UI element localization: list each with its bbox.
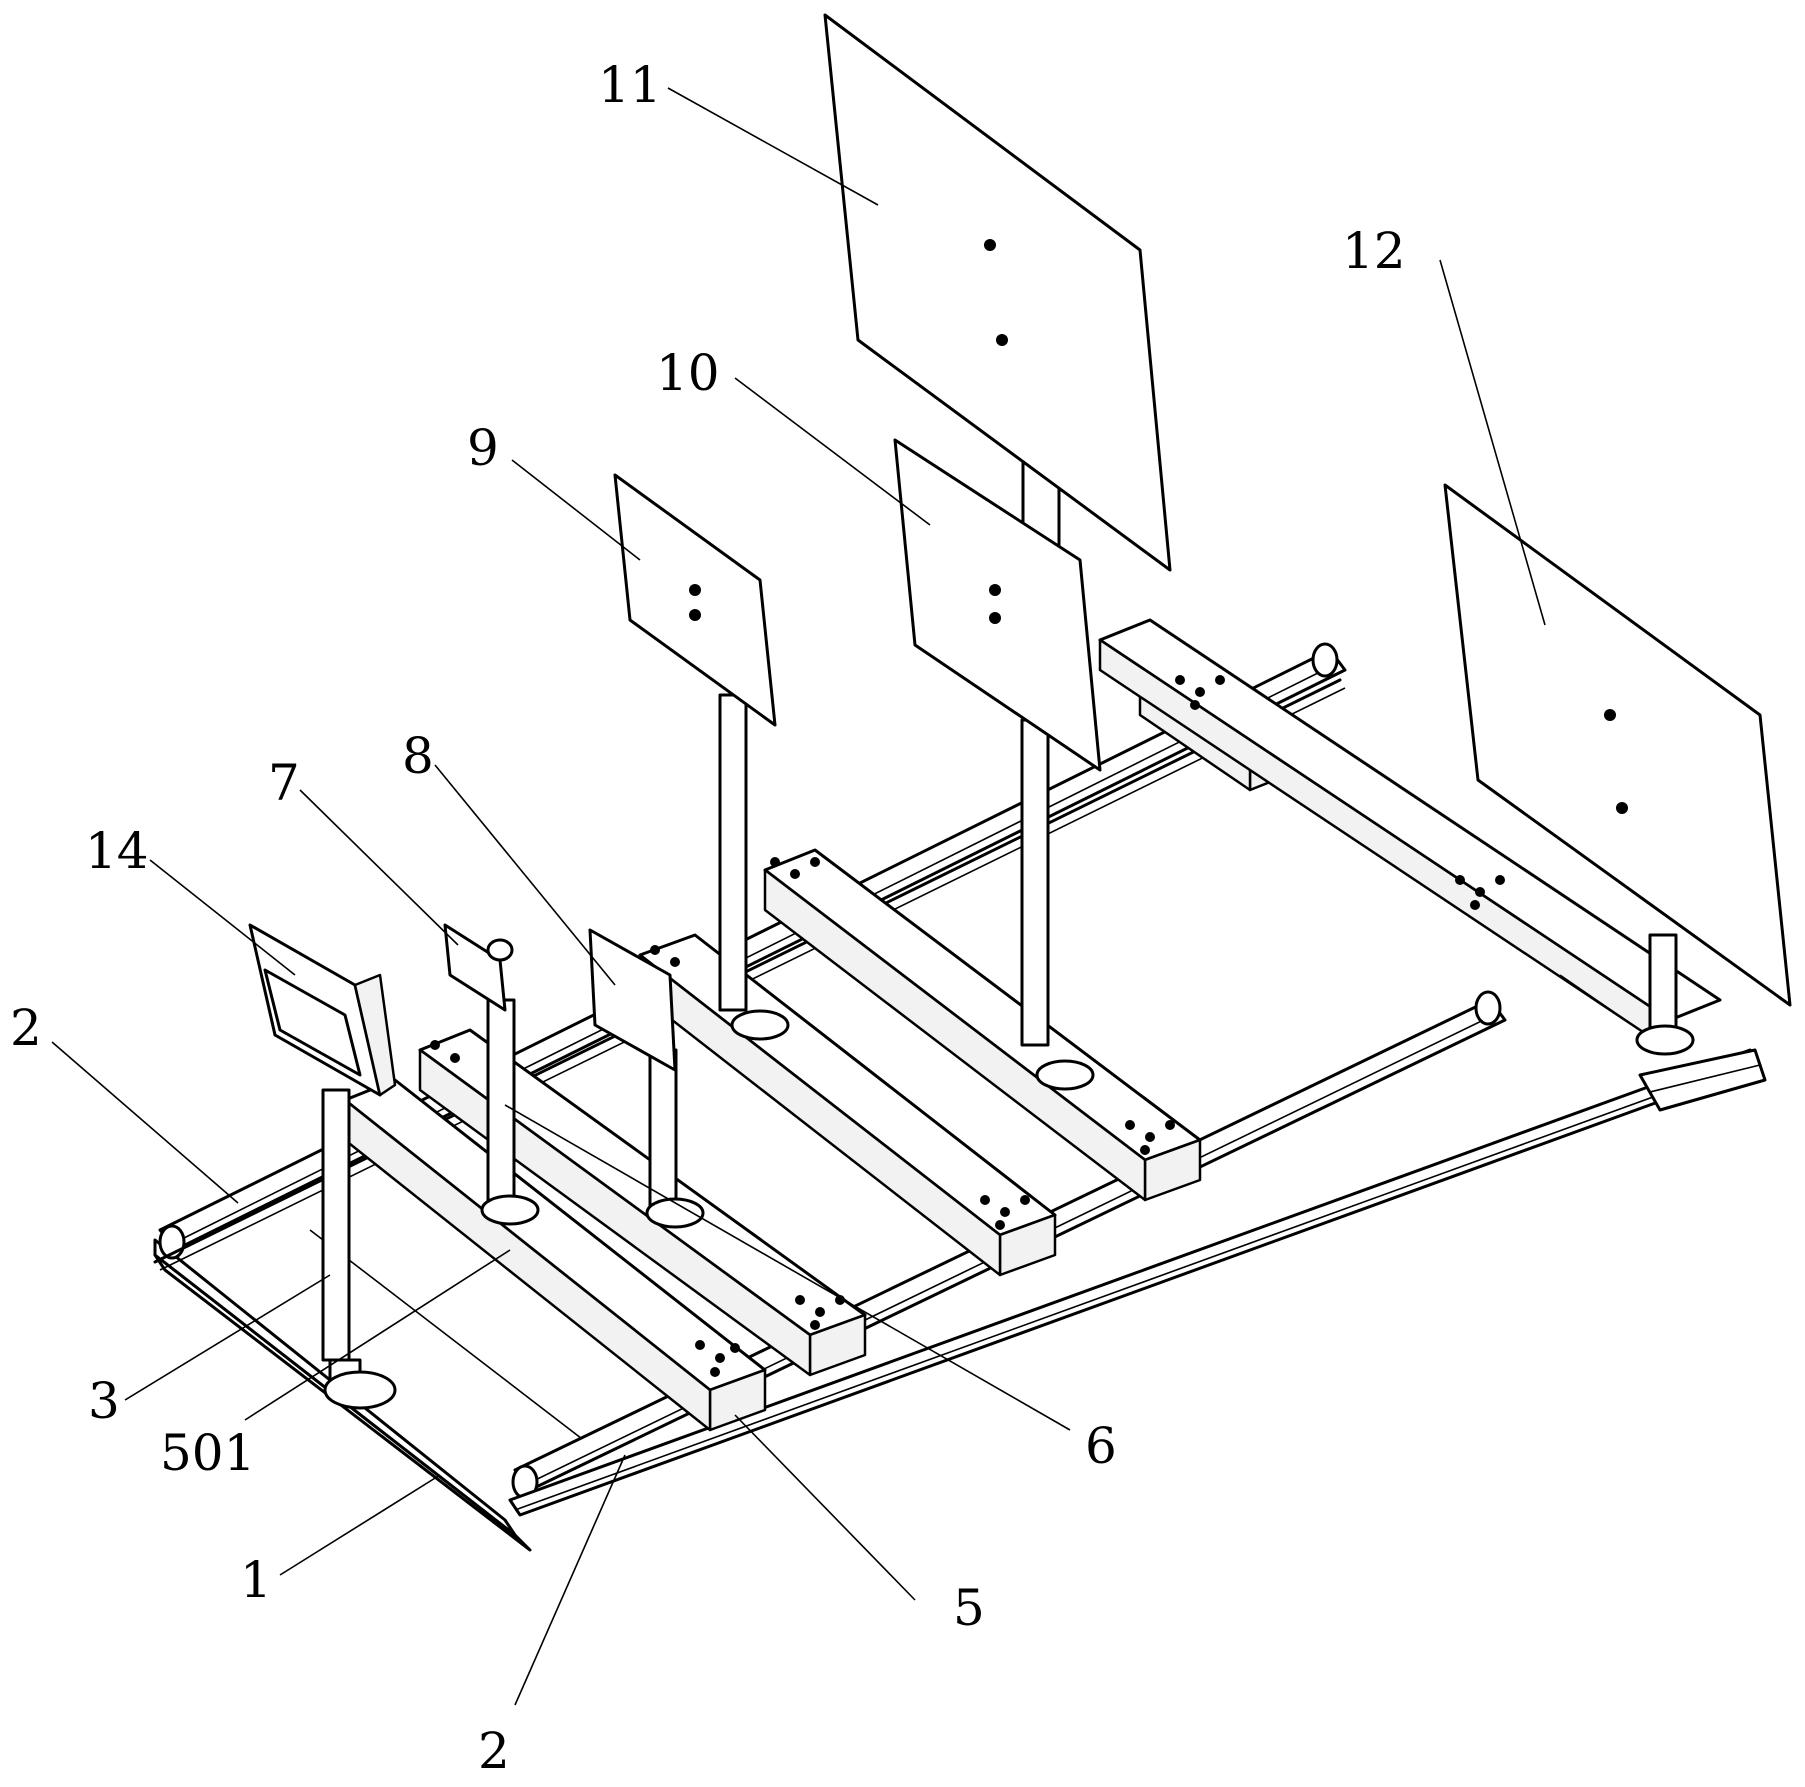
label-1: 1 (240, 1551, 272, 1609)
label-7: 7 (268, 754, 300, 812)
post-8 (645, 1048, 705, 1229)
post-14 (321, 1088, 397, 1410)
leader-lines (51, 87, 1546, 1706)
label-14: 14 (85, 822, 149, 880)
label-12: 12 (1342, 222, 1406, 280)
bolt-holes (430, 675, 1505, 1377)
cross-beam-4 (763, 848, 1202, 1202)
post-12 (1635, 933, 1695, 1056)
board-11 (823, 13, 1172, 572)
board-7 (443, 923, 514, 1012)
cross-beam-2 (418, 1028, 867, 1377)
post-10 (1020, 718, 1095, 1091)
label-10: 10 (656, 344, 720, 402)
label-501: 501 (160, 1424, 255, 1482)
rail-end-plate (1638, 1048, 1767, 1112)
board-12 (1443, 483, 1792, 1007)
label-8: 8 (402, 727, 434, 785)
label-2a: 2 (10, 999, 42, 1057)
board-9 (613, 473, 777, 727)
monitor-14 (248, 923, 397, 1097)
label-2b: 2 (478, 1722, 510, 1780)
label-3: 3 (88, 1372, 120, 1430)
label-6: 6 (1085, 1417, 1117, 1475)
label-5: 5 (953, 1579, 985, 1637)
board-8 (588, 928, 677, 1072)
label-11: 11 (598, 56, 662, 114)
label-9: 9 (467, 419, 499, 477)
board-10 (893, 438, 1102, 772)
